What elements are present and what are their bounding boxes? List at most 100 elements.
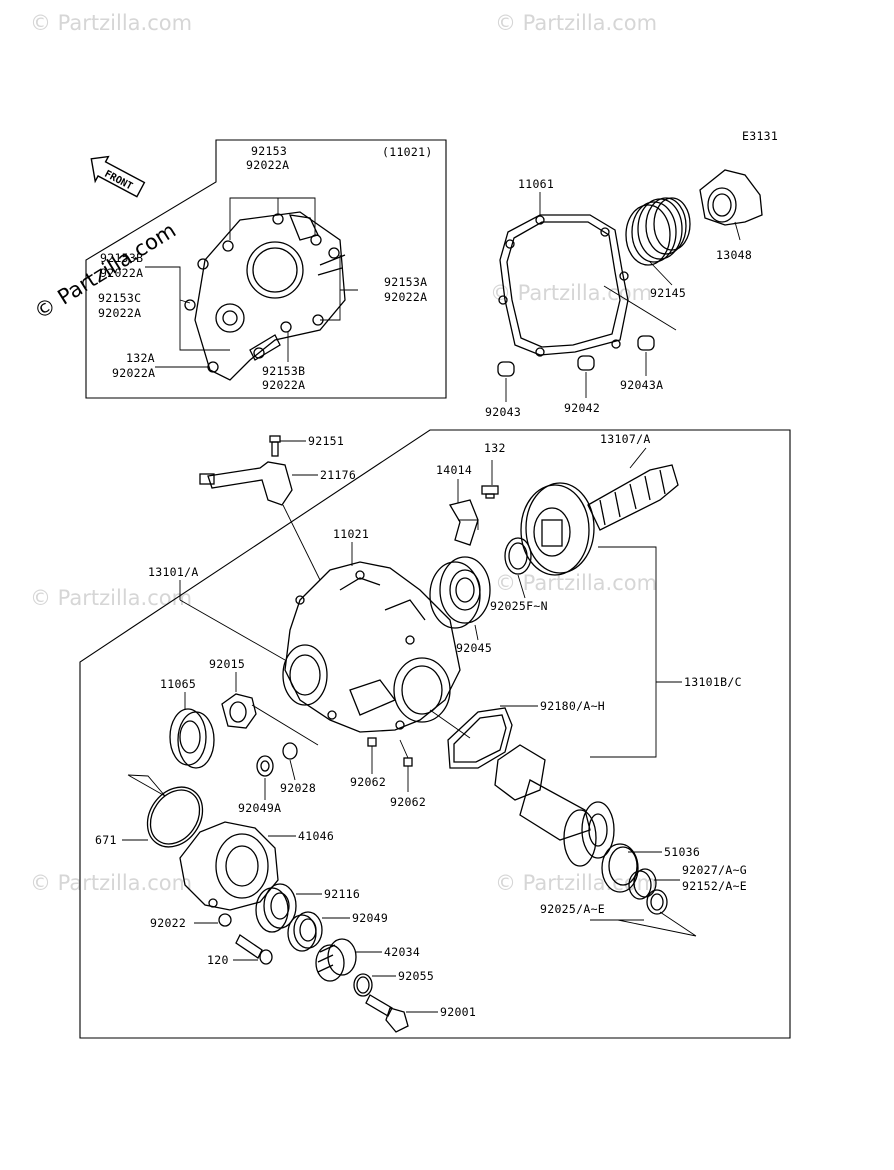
shim-92025F [504, 537, 532, 575]
main-frame [79, 429, 791, 1039]
leader-92028-92049A [251, 704, 319, 800]
front-arrow-icon: FRONT [90, 155, 146, 198]
label-92022A: 92022A [246, 158, 289, 172]
label-120: 120 [207, 953, 229, 967]
bolt-120 [235, 934, 273, 965]
leader-92025FN [517, 574, 526, 599]
label-92049: 92049 [352, 911, 388, 925]
label-92055: 92055 [398, 969, 434, 983]
watermark: © Partzilla.com [495, 11, 657, 35]
output-shaft [587, 464, 679, 531]
label-92043: 92043 [485, 405, 521, 419]
label-11061: 11061 [518, 177, 554, 191]
leader-92180 [429, 705, 538, 739]
label-13101BC: 13101B/C [684, 675, 742, 689]
coupling [699, 169, 763, 226]
shim-92025 [646, 889, 668, 915]
oring-92055 [353, 973, 373, 997]
race-92027 [601, 843, 639, 893]
bolt-92001 [365, 994, 409, 1033]
gear-case [282, 561, 461, 733]
label-92153: 92153 [251, 144, 287, 158]
collar-92152 [628, 868, 657, 900]
leader-sensor-case [282, 504, 321, 581]
label-92049A: 92049A [238, 801, 281, 815]
label-92153B: 92153B [100, 251, 143, 265]
inset-frame [85, 139, 447, 399]
gear-case-cover [184, 211, 346, 381]
label-92153B: 92153B [262, 364, 305, 378]
label-41046: 41046 [298, 829, 334, 843]
leader-13101A [179, 580, 286, 661]
label-92022A: 92022A [384, 290, 427, 304]
spring [625, 197, 691, 266]
label-92042: 92042 [564, 401, 600, 415]
label-132A: 132A [126, 351, 155, 365]
label-671: 671 [95, 833, 117, 847]
inset-leaders [145, 197, 358, 368]
watermark: © Partzilla.com [30, 11, 192, 35]
label-92180AH: 92180/A~H [540, 699, 605, 713]
label-92022A: 92022A [262, 378, 305, 392]
watermark: © Partzilla.com [30, 586, 192, 610]
label-92027AG: 92027/A~G [682, 863, 747, 877]
nut-92015 [221, 693, 257, 729]
bearing-92045 [429, 556, 491, 629]
collar-92028 [282, 742, 298, 760]
label-92022A: 92022A [112, 366, 155, 380]
gasket-92180 [447, 707, 513, 769]
label-92022A: 92022A [98, 306, 141, 320]
label-11065: 11065 [160, 677, 196, 691]
watermarks: © Partzilla.com © Partzilla.com © Partzi… [30, 11, 657, 895]
dowel-pins [497, 335, 655, 377]
label-13107A: 13107/A [600, 432, 651, 446]
coupling-42034 [315, 938, 357, 982]
watermark: © Partzilla.com [30, 871, 192, 895]
label-92028: 92028 [280, 781, 316, 795]
label-92062: 92062 [350, 775, 386, 789]
leader-92045 [474, 624, 479, 641]
bearing-92116 [255, 883, 297, 933]
watermark: © Partzilla.com [495, 571, 657, 595]
bolt-132 [481, 485, 499, 499]
label-92152AE: 92152/A~E [682, 879, 747, 893]
speed-sensor [199, 461, 293, 506]
label-92045: 92045 [456, 641, 492, 655]
housing-41046 [179, 821, 279, 911]
label-13048: 13048 [716, 248, 752, 262]
diagram-code: E3131 [742, 129, 778, 143]
label-14014: 14014 [436, 463, 472, 477]
label-92022A: 92022A [100, 266, 143, 280]
label-13101A: 13101/A [148, 565, 199, 579]
label-42034: 42034 [384, 945, 420, 959]
leader-13107A [629, 447, 647, 469]
label-92022: 92022 [150, 916, 186, 930]
label-92025AE: 92025/A~E [540, 902, 605, 916]
gasket [498, 214, 629, 357]
leader-14014 [457, 460, 493, 530]
bracket-14014 [448, 499, 479, 546]
pinion-gear [494, 744, 591, 841]
leader-92025AE [590, 911, 697, 937]
leader-92062 [371, 739, 409, 792]
bearing-11065 [169, 708, 215, 769]
oring-671 [146, 786, 204, 848]
label-92116: 92116 [324, 887, 360, 901]
ring-gear [520, 482, 595, 576]
label-132: 132 [484, 441, 506, 455]
label-92025FN: 92025F~N [490, 599, 548, 613]
inset-ref-label: (11021) [382, 145, 433, 159]
label-92153C: 92153C [98, 291, 141, 305]
label-51036: 51036 [664, 845, 700, 859]
leader-13101BC [590, 546, 682, 758]
seal-92049 [287, 911, 323, 952]
leader-671 [122, 774, 166, 841]
label-11021: 11021 [333, 527, 369, 541]
leader-92145 [649, 261, 673, 286]
washer-92022 [218, 913, 232, 927]
leader-gasket-pin [603, 285, 677, 331]
leader-13048 [734, 221, 741, 241]
label-92145: 92145 [650, 286, 686, 300]
label-92153A: 92153A [384, 275, 427, 289]
